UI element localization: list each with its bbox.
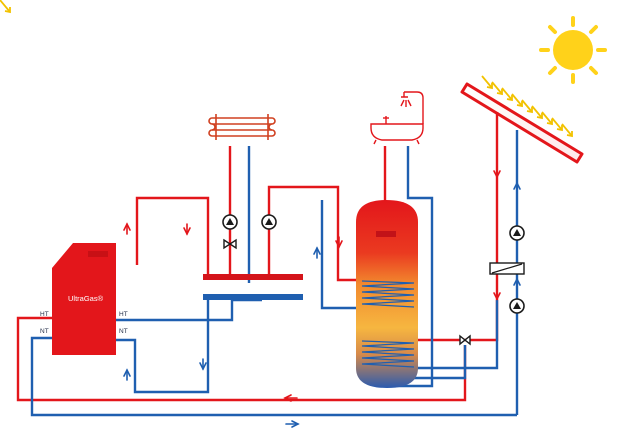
pump-icon: [261, 214, 277, 230]
tank-solar-coil: [361, 340, 415, 368]
sun-icon: [539, 16, 607, 84]
solar-collector: [460, 82, 584, 164]
storage-tank: [356, 200, 418, 388]
boiler-port-ht: HT: [40, 311, 49, 318]
bathtub-icon: [370, 91, 424, 145]
valve-icon: [223, 238, 237, 250]
boiler-unit: UltraGas®: [52, 243, 116, 355]
radiator-icon: [208, 114, 276, 140]
pump-icon: [509, 298, 525, 314]
valve-icon: [459, 334, 471, 346]
boiler-brand-label: UltraGas®: [68, 294, 104, 303]
boiler-port-ht-right: HT: [119, 311, 128, 318]
boiler-port-nt: NT: [40, 328, 49, 335]
flow-arrow-icon: [123, 166, 521, 428]
hydraulic-header: [203, 274, 303, 300]
heat-exchanger-icon: [489, 262, 525, 275]
pump-icon: [509, 225, 525, 241]
pump-icon: [222, 214, 238, 230]
boiler-port-nt-right: NT: [119, 328, 128, 335]
solar-rays: [0, 0, 573, 137]
tank-upper-coil: [361, 280, 415, 308]
